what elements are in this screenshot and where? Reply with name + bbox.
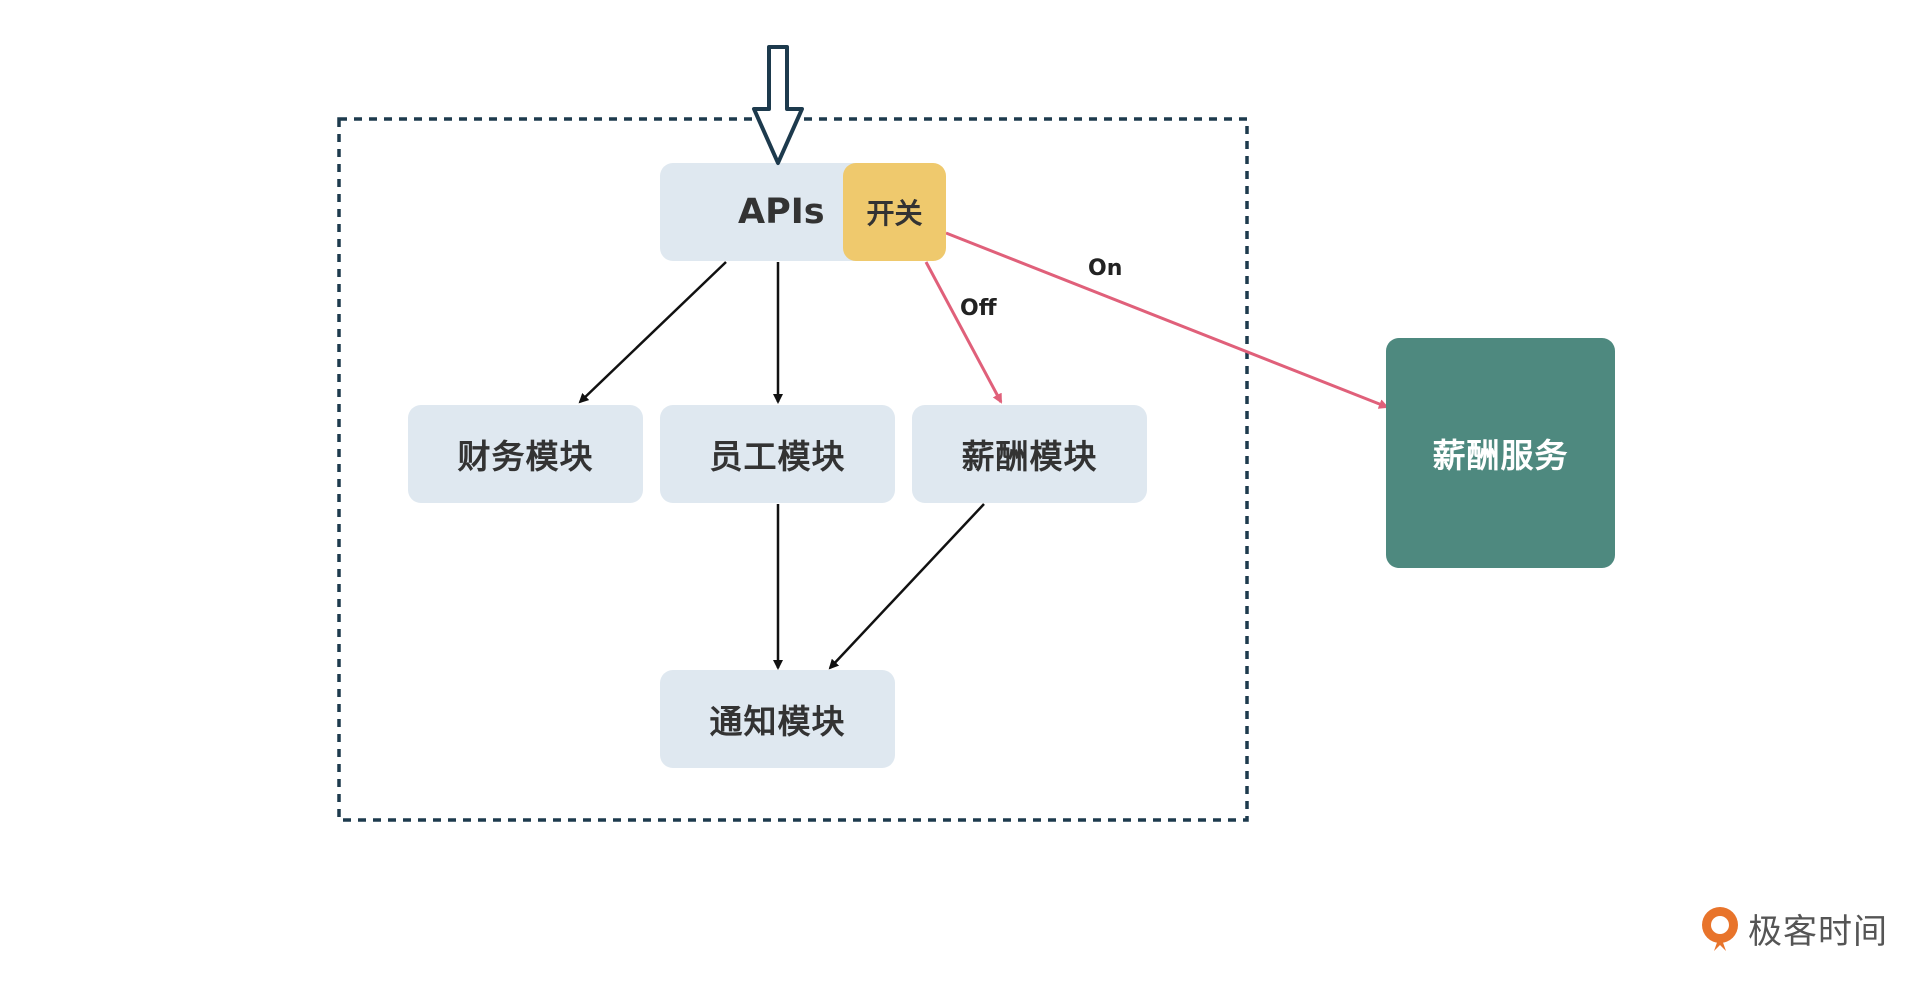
- finance-module-node: 财务模块: [408, 405, 643, 503]
- switch-label: 开关: [866, 197, 923, 230]
- switch-node: 开关: [843, 163, 946, 261]
- employee-module-label: 员工模块: [709, 437, 846, 476]
- edge-salary-to-notice: [828, 503, 985, 670]
- brand-logo-text: 极客时间: [1748, 912, 1888, 952]
- brand-logo: 极客时间: [1698, 904, 1888, 953]
- edge-switch-on-to-service: [945, 231, 1389, 409]
- edge-switch-off-to-salary: [924, 261, 1003, 404]
- finance-module-label: 财务模块: [457, 437, 594, 476]
- salary-service-node: 薪酬服务: [1386, 338, 1615, 568]
- notice-module-label: 通知模块: [709, 702, 846, 741]
- apis-label: APIs: [738, 192, 825, 232]
- salary-service-label: 薪酬服务: [1432, 436, 1569, 475]
- geektime-logo-icon: [1702, 906, 1738, 951]
- notice-module-node: 通知模块: [660, 670, 895, 768]
- salary-module-node: 薪酬模块: [912, 405, 1147, 503]
- salary-module-label: 薪酬模块: [961, 437, 1098, 476]
- edge-label-off: Off: [960, 296, 997, 321]
- edge-label-on: On: [1088, 256, 1123, 281]
- edge-apis-to-finance: [578, 261, 727, 404]
- employee-module-node: 员工模块: [660, 405, 895, 503]
